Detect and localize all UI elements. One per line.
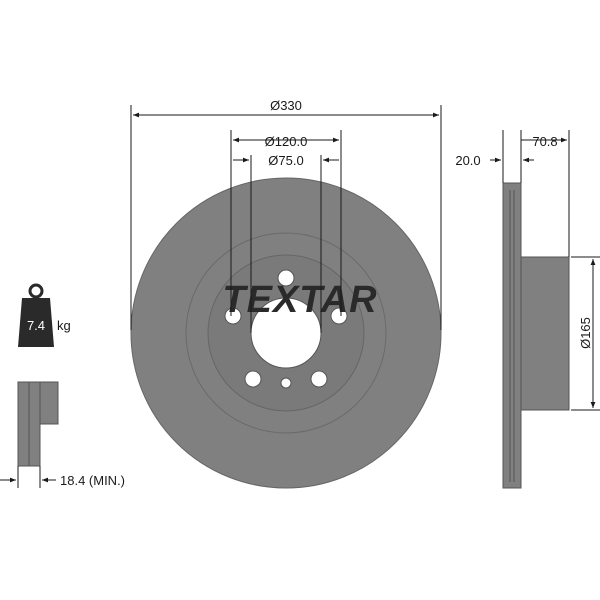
- disc-thickness-label: 20.0: [455, 153, 480, 168]
- brand-logo: TEXTAR: [222, 279, 377, 321]
- disc-front-view: TEXTAR: [130, 177, 442, 489]
- hat-diameter-label: Ø165: [578, 317, 593, 349]
- center-bore-label: Ø75.0: [268, 153, 303, 168]
- weight-value: 7.4: [27, 318, 45, 333]
- overall-height-label: 70.8: [532, 134, 557, 149]
- bolt-circle-label: Ø120.0: [265, 134, 308, 149]
- disc-side-view: [502, 182, 570, 489]
- outer-diameter-label: Ø330: [270, 98, 302, 113]
- bolt-holes: [224, 269, 348, 389]
- side-dimensions: [490, 130, 600, 411]
- weight-icon: 7.4: [18, 283, 54, 347]
- min-thickness-label: 18.4 (MIN.): [60, 473, 125, 488]
- min-thickness-icon: [0, 381, 59, 488]
- weight-unit: kg: [57, 318, 71, 333]
- front-dimensions: [130, 105, 442, 333]
